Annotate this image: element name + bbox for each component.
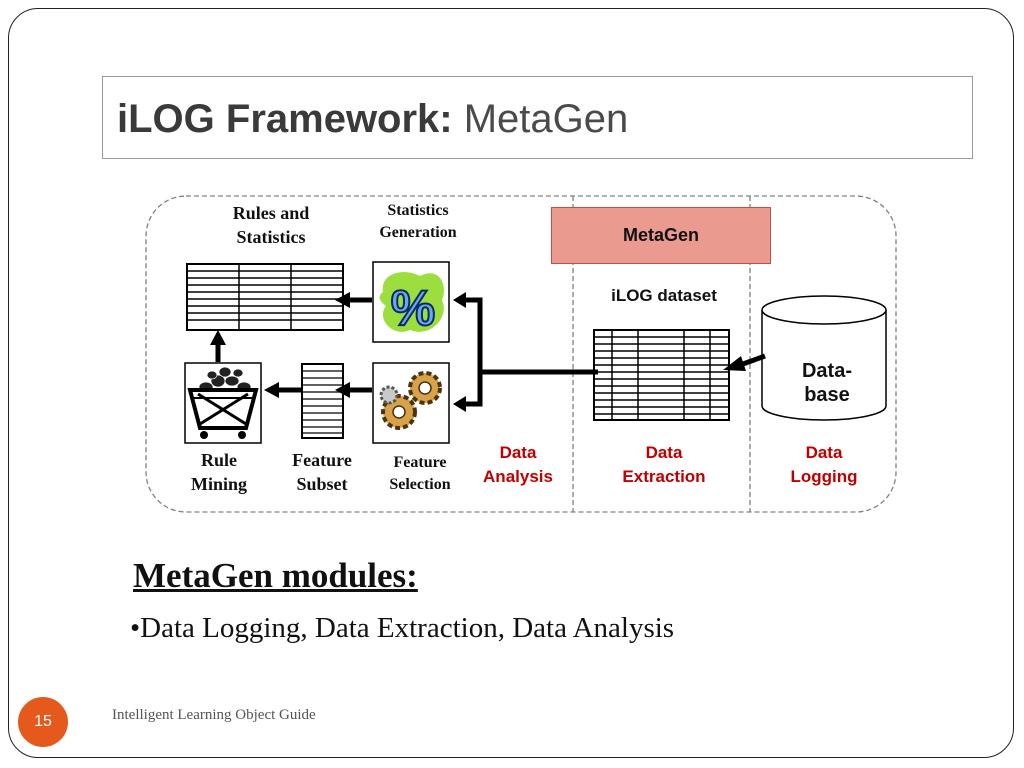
arrow-icon xyxy=(215,297,766,407)
data-extraction-label: Data Extraction xyxy=(622,443,706,486)
rules-statistics-label: Rules and Statistics xyxy=(232,203,310,247)
percent-symbol: % xyxy=(391,280,435,336)
diagram-container xyxy=(145,195,897,513)
slide-title: iLOG Framework: MetaGen xyxy=(117,95,628,143)
rule-mining-label: Rule Mining xyxy=(190,450,247,494)
mining-cart-icon xyxy=(184,362,262,444)
feature-subset-label: Feature Subset xyxy=(292,450,352,494)
page-number-badge: 15 xyxy=(18,697,68,747)
ilog-dataset-table-icon xyxy=(593,329,730,421)
rules-statistics-table-icon xyxy=(186,263,344,331)
gears-icon xyxy=(372,362,450,444)
title-rest: MetaGen xyxy=(452,97,629,141)
ilog-dataset-label: iLOG dataset xyxy=(611,286,717,305)
database-icon xyxy=(761,295,887,421)
metagen-label: MetaGen xyxy=(622,225,700,245)
statistics-generation-label: Statistics Generation xyxy=(379,202,457,241)
slide-frame xyxy=(8,8,1014,758)
modules-heading: MetaGen modules: xyxy=(133,556,418,595)
metagen-box: MetaGen xyxy=(551,207,771,264)
title-box: iLOG Framework: MetaGen xyxy=(102,76,973,159)
percent-icon: % xyxy=(372,261,450,343)
page-number: 15 xyxy=(34,713,52,730)
slide-footer: Intelligent Learning Object Guide xyxy=(112,707,316,723)
modules-bullet: •Data Logging, Data Extraction, Data Ana… xyxy=(130,612,675,644)
feature-subset-table-icon xyxy=(301,363,344,439)
title-bold: iLOG Framework: xyxy=(117,97,453,141)
database-label: Data- base xyxy=(801,360,852,406)
arrowheads xyxy=(210,292,746,412)
data-logging-label: Data Logging xyxy=(790,443,858,486)
data-analysis-label: Data Analysis xyxy=(483,443,553,486)
feature-selection-label: Feature Selection xyxy=(389,454,451,493)
